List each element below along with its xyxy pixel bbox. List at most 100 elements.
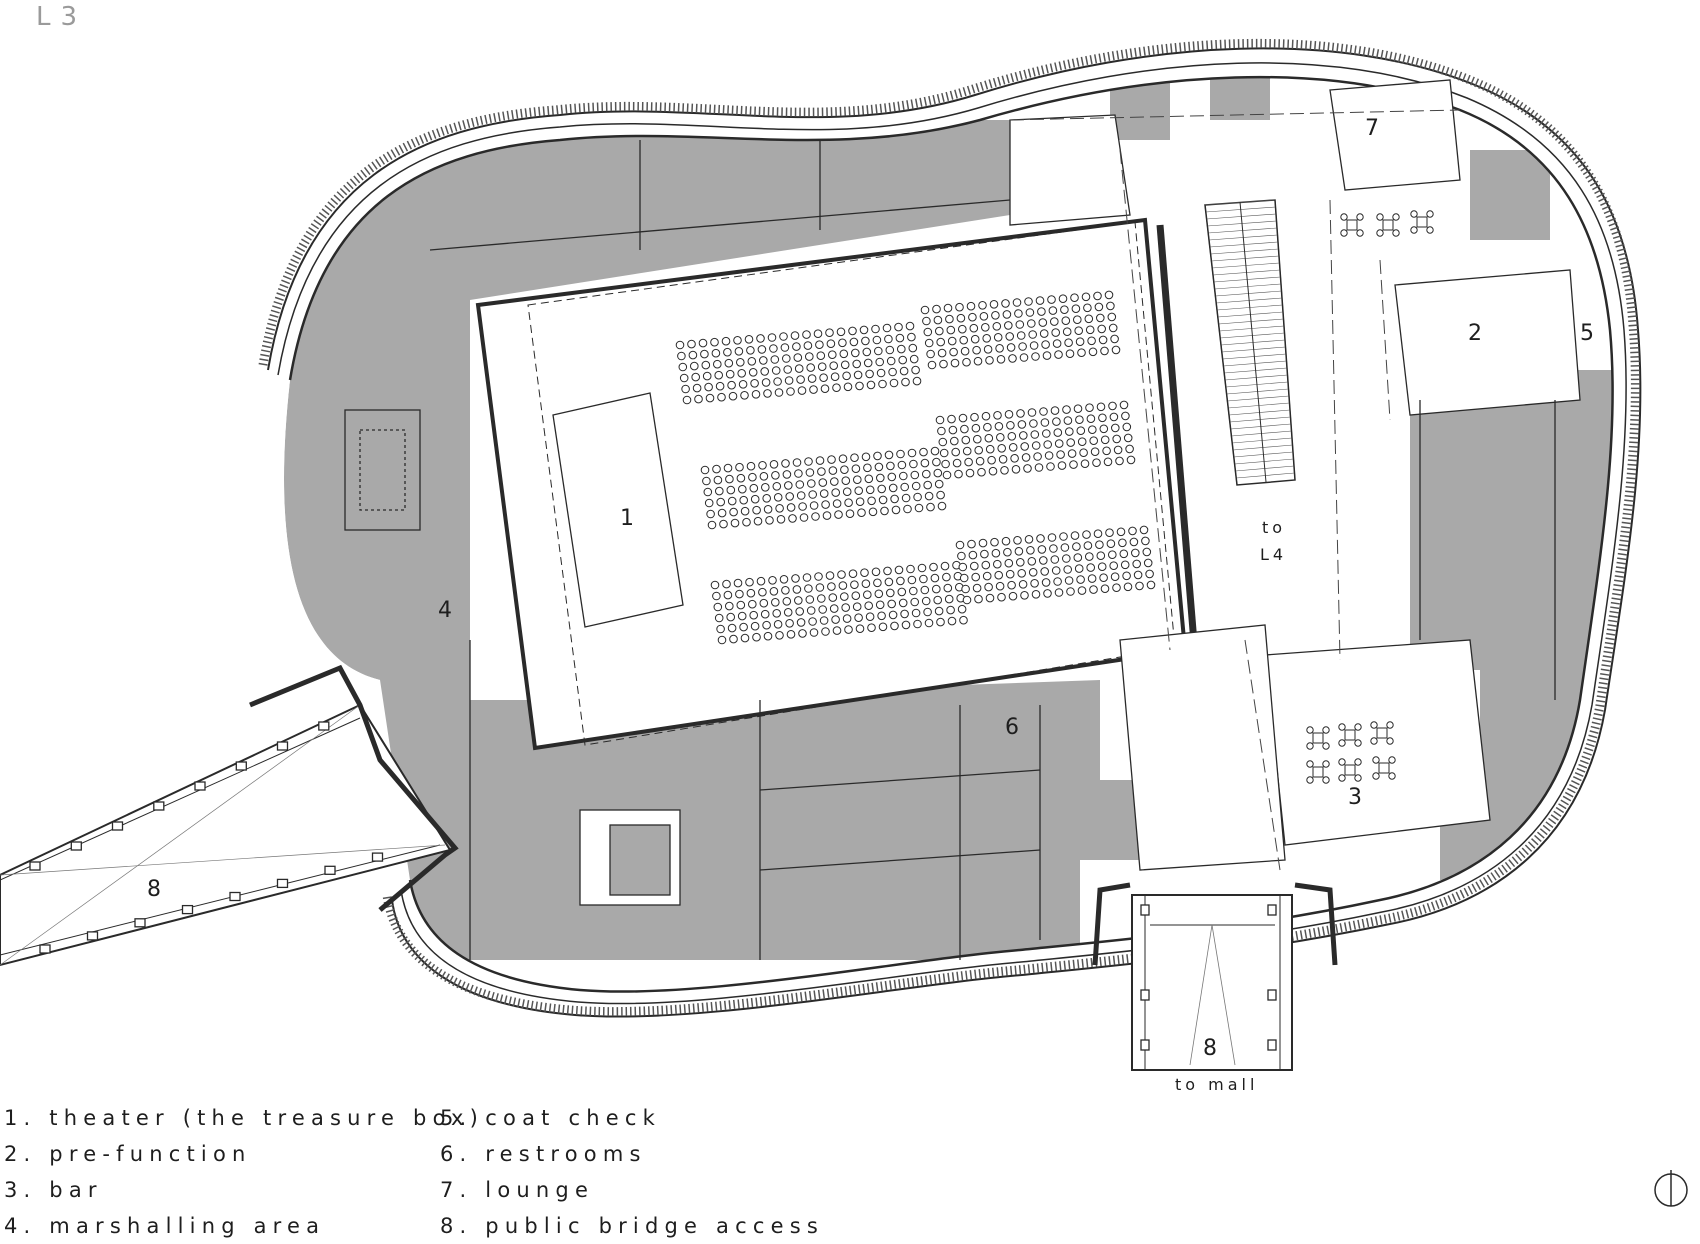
seat <box>913 619 922 629</box>
seat <box>1004 410 1014 419</box>
seat <box>1065 349 1075 359</box>
seat <box>1109 412 1119 422</box>
seat <box>1096 551 1106 561</box>
seat <box>759 472 769 481</box>
seat <box>982 334 992 343</box>
seat <box>1020 591 1029 600</box>
seat <box>746 588 756 598</box>
seat <box>783 608 793 617</box>
seat <box>1059 532 1068 541</box>
seat <box>701 360 711 370</box>
seat <box>834 510 843 519</box>
seat <box>828 466 838 475</box>
seat <box>937 426 946 436</box>
seat <box>776 515 786 524</box>
seat <box>694 394 703 404</box>
seat <box>752 632 761 642</box>
seat <box>1066 438 1075 447</box>
seat <box>717 508 727 518</box>
table-with-chairs <box>1410 210 1434 234</box>
seat <box>843 382 853 392</box>
seat <box>935 415 945 425</box>
seat <box>819 489 829 498</box>
seat <box>945 314 954 324</box>
seat <box>724 358 734 368</box>
seat <box>949 347 958 357</box>
seat <box>832 626 842 635</box>
seat <box>748 599 757 609</box>
seat <box>807 374 817 383</box>
seat <box>1082 530 1091 539</box>
seat <box>796 618 806 627</box>
seat <box>739 495 749 505</box>
seat <box>793 353 803 362</box>
seat <box>1033 452 1042 461</box>
seat <box>957 604 967 614</box>
seat <box>1018 342 1027 351</box>
bridge-post <box>86 931 99 941</box>
seat <box>817 594 826 603</box>
seat <box>775 504 784 513</box>
seat <box>930 446 940 456</box>
seat <box>984 433 994 443</box>
seat <box>1113 445 1123 455</box>
seat <box>852 602 862 612</box>
seat <box>1053 428 1063 437</box>
seat <box>1002 310 1012 319</box>
seat <box>1023 464 1032 473</box>
seat <box>1108 550 1117 560</box>
seat <box>992 322 1002 331</box>
seat <box>1056 450 1065 459</box>
seat <box>1019 353 1029 362</box>
seat <box>765 516 774 525</box>
bridge-post <box>318 721 330 731</box>
seat <box>774 388 784 397</box>
seat <box>875 357 885 367</box>
seat <box>729 634 738 644</box>
seat <box>1076 575 1085 584</box>
room-number-1: 1 <box>620 506 634 531</box>
seat <box>1028 568 1038 577</box>
seat <box>983 422 992 432</box>
seat <box>828 593 838 602</box>
seat <box>934 606 944 616</box>
seat <box>712 464 721 474</box>
seat <box>725 474 734 484</box>
seat <box>802 330 811 339</box>
seat <box>851 591 861 601</box>
seat <box>900 609 909 619</box>
seat <box>994 422 1004 431</box>
seat <box>838 581 848 590</box>
seat <box>985 444 995 454</box>
seat <box>681 384 690 394</box>
seat <box>848 326 857 336</box>
seat <box>822 511 832 520</box>
seat <box>1110 334 1119 344</box>
seat <box>773 493 783 502</box>
bridge-post <box>111 821 124 831</box>
seat <box>973 434 982 444</box>
seat <box>910 470 920 480</box>
seat <box>912 376 922 386</box>
seat <box>972 583 982 593</box>
seat <box>1012 298 1022 307</box>
seat <box>1039 329 1049 338</box>
seat <box>882 323 892 333</box>
seat <box>981 323 990 332</box>
seat <box>733 336 742 345</box>
seat <box>814 572 823 581</box>
bridge-post <box>235 761 247 771</box>
seat <box>820 384 830 394</box>
seat <box>770 355 780 364</box>
seat <box>796 375 805 384</box>
seat <box>878 622 888 632</box>
seat <box>1085 325 1095 335</box>
seat <box>821 627 830 636</box>
seat <box>1083 303 1092 313</box>
seat <box>864 474 874 484</box>
seat <box>1129 537 1139 547</box>
seat <box>740 633 750 643</box>
seat <box>977 467 986 477</box>
seat <box>1044 451 1054 460</box>
seat <box>749 483 759 493</box>
